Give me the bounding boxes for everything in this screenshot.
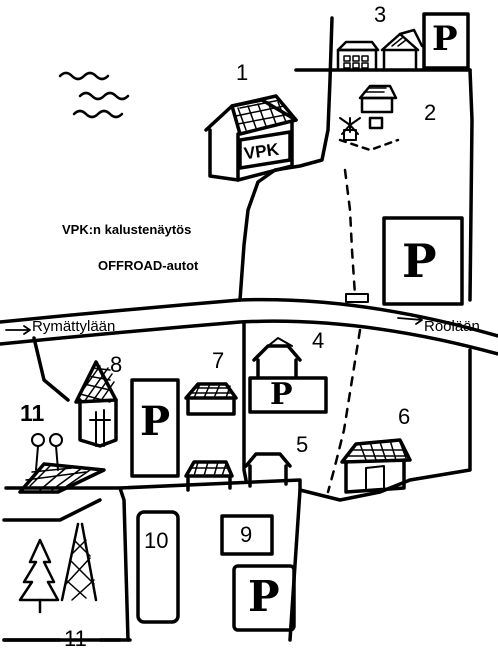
- top-house-right: [380, 28, 424, 72]
- arrow-left-road: [5, 325, 31, 335]
- area-number-7: 7: [212, 348, 225, 373]
- water-waves-icon: [58, 71, 130, 119]
- house-6: [340, 438, 412, 494]
- note-vpk-display: VPK:n kalustenäytös: [62, 222, 192, 237]
- parking-top-frame: [422, 12, 470, 70]
- area-number-2: 2: [424, 100, 437, 125]
- parking-symbol-top-right: P: [402, 234, 437, 288]
- dashed-path-top: [338, 138, 400, 152]
- area-number-4: 4: [312, 328, 325, 353]
- area-number-11-bottom: 11: [64, 626, 87, 650]
- parking-top-right-frame: [382, 216, 464, 306]
- small-house-2: [358, 84, 398, 130]
- play-net: [18, 462, 106, 494]
- house-5-right: [244, 452, 292, 488]
- house-5-left: [184, 460, 234, 492]
- area-number-9: 9: [240, 522, 253, 547]
- spruce-tree-icon: [18, 538, 60, 614]
- house-4: [252, 337, 302, 378]
- tent-building-8: [74, 360, 118, 448]
- windmill-icon: [339, 117, 361, 141]
- vpk-building: [204, 94, 298, 182]
- area-number-6: 6: [398, 404, 411, 429]
- dashed-path-bottom: [326, 328, 362, 494]
- parking-bottom-frame: [232, 564, 296, 632]
- parking-symbol-top: P: [432, 19, 458, 59]
- area-10-frame: [136, 510, 180, 624]
- road-label-left: Rymättylään: [32, 318, 116, 335]
- note-offroad: OFFROAD-autot: [98, 258, 199, 273]
- parking-symbol-area-4: P: [270, 377, 293, 412]
- area-number-3: 3: [374, 2, 387, 27]
- road-crossing: [345, 293, 369, 303]
- top-house-left: [336, 40, 380, 72]
- dashed-path-mid: [343, 168, 357, 297]
- tower-icon: [60, 522, 98, 602]
- parking-symbol-area-8: P: [140, 398, 171, 445]
- area-number-5: 5: [296, 432, 309, 457]
- road-label-right: Röölään: [424, 318, 480, 335]
- area-number-11-left: 11: [20, 400, 45, 426]
- parking-symbol-bottom: P: [248, 572, 280, 621]
- arrow-right-road: [397, 315, 423, 325]
- area-number-10: 10: [144, 528, 169, 553]
- area-number-8: 8: [110, 352, 123, 377]
- area-9-frame: [220, 514, 274, 556]
- parking-area-8-frame: [130, 378, 180, 478]
- area-number-1: 1: [236, 60, 249, 85]
- house-7: [184, 382, 238, 416]
- parking-area-4-frame: [248, 376, 328, 414]
